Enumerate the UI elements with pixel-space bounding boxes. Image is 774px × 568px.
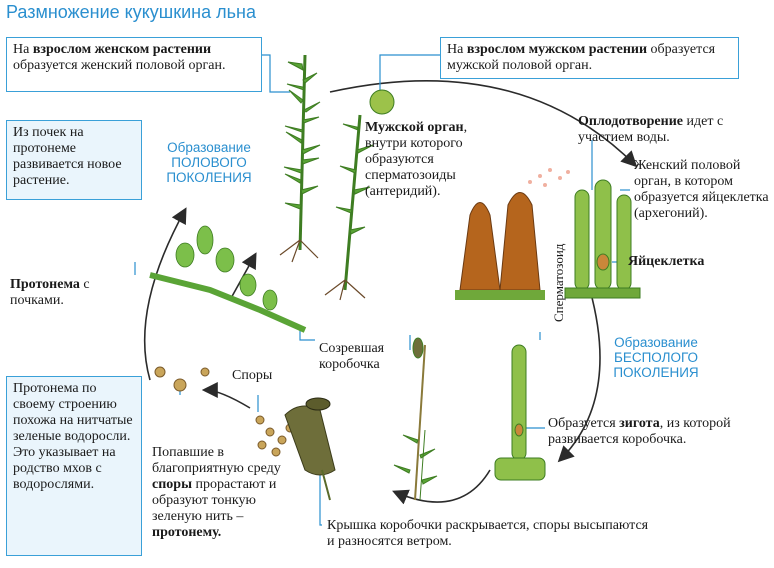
- male-organ-label: Мужской орган, внутри которого образуютс…: [365, 120, 468, 199]
- cycle-arrow-spores: [201, 382, 251, 409]
- antheridia-illustration: [455, 168, 570, 300]
- spores-label: Споры: [232, 368, 273, 383]
- female-organ-label: Женский половой орган, в котором образуе…: [634, 158, 769, 221]
- zygote-label: Образуется зигота, из которой развиваетс…: [548, 416, 731, 447]
- female-plant-box: На взрослом женском растении образуется …: [6, 37, 262, 92]
- page-title: Размножение кукушкина льна: [6, 2, 256, 22]
- spores-illustration: [154, 366, 295, 457]
- leader-lines: [134, 54, 630, 526]
- cycle-arrow-top: [329, 79, 638, 168]
- mature-capsule-label: Созревшая коробочка: [319, 341, 385, 372]
- cycle-arrow-bottom: [392, 469, 491, 505]
- female-moss-plant: [279, 54, 321, 263]
- fallen-spores-label: Попавшие в благоприятную среду споры про…: [152, 445, 281, 540]
- cycle-arrow-left: [143, 207, 187, 381]
- protonema-illustration: [149, 225, 307, 333]
- egg-cell-label: Яйцеклетка: [628, 254, 705, 269]
- spermatozoid-label: Сперматозоид: [551, 243, 566, 322]
- male-plant-box: На взрослом мужском растении образуется …: [440, 37, 739, 79]
- capsule-lid-label: Крышка коробочки раскрывается, споры выс…: [327, 518, 649, 549]
- male-moss-plant: [324, 89, 395, 301]
- protonema-info-box: Протонема по своему строению похожа на н…: [6, 376, 142, 556]
- zygote-sporophyte-illustration: [494, 344, 546, 481]
- buds-box: Из почек на протонеме развивается новое …: [6, 120, 142, 200]
- fertilization-label: Оплодотворение идет с участием воды.: [578, 114, 724, 145]
- archegonia-illustration: [564, 179, 641, 299]
- sporophyte-plant-illustration: [393, 337, 438, 501]
- open-capsule-illustration: [284, 397, 336, 501]
- cycle-arrow-right: [557, 289, 601, 463]
- protonema-label: Протонема с почками.: [10, 277, 90, 308]
